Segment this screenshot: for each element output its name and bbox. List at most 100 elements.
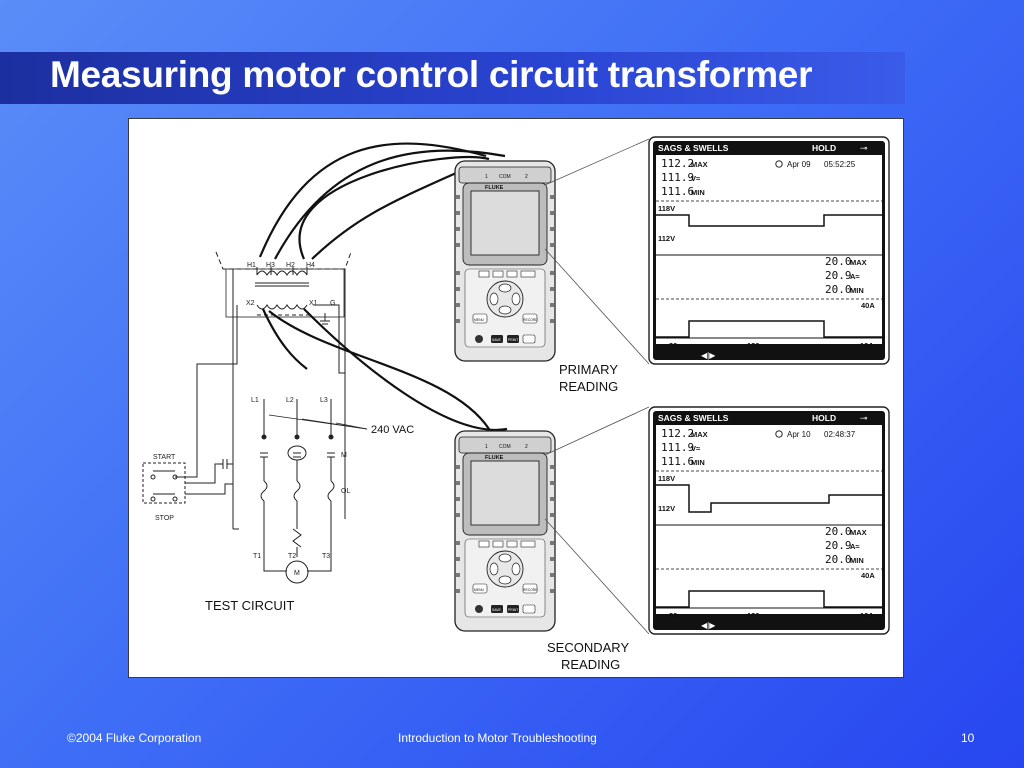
a-max-value: 20.0 (825, 255, 852, 268)
label-h1: H1 (247, 262, 256, 269)
v-max-label: MAX (691, 160, 708, 169)
label-t2: T2 (288, 553, 296, 560)
screen-mode: SAGS & SWELLS (658, 413, 729, 423)
secondary-meter: 1 COM 2 FLUKE MENU RECORD SAVE PRINT (454, 430, 556, 632)
label-l1: L1 (251, 397, 259, 404)
slide-title: Measuring motor control circuit transfor… (50, 54, 813, 95)
meter-key-record: RECORD (523, 588, 538, 592)
screen-time: 05:52:25 (824, 160, 856, 169)
screen-time: 02:48:37 (824, 430, 856, 439)
v-bottom-label: 112V (658, 504, 675, 513)
v-top-label: 118V (658, 204, 675, 213)
label-m-contact: M (341, 452, 347, 459)
primary-screen: SAGS & SWELLS HOLD ⊸ 112.2 MAX 111.9 V≈ … (648, 136, 890, 365)
primary-caption-line2: READING (559, 379, 618, 394)
a-scale-label: 40A (861, 571, 875, 580)
x-right-label: 10A (860, 611, 874, 620)
v-min-label: MIN (691, 188, 705, 197)
a-min-value: 20.0 (825, 283, 852, 296)
footer-copyright: ©2004 Fluke Corporation (67, 731, 202, 745)
meter-brand: FLUKE (485, 455, 504, 461)
label-start: START (153, 454, 176, 461)
meter-input-1: 1 (485, 174, 488, 180)
title-bar (0, 52, 905, 104)
screen-hold: HOLD (812, 413, 836, 423)
primary-meter: 1 COM 2 FLUKE MENU RECORD SAVE PRINT (454, 160, 556, 362)
power-plug-icon: ⊸ (860, 143, 868, 153)
meter-input-1: 1 (485, 444, 488, 450)
v-top-label: 118V (658, 474, 675, 483)
x-left-label: 30s (669, 611, 682, 620)
label-l2: L2 (286, 397, 294, 404)
secondary-screen: SAGS & SWELLS HOLD ⊸ 112.2 MAX 111.9 V≈ … (648, 406, 890, 635)
clock-icon (775, 430, 783, 438)
label-x2: X2 (246, 300, 255, 307)
diagram-figure: H1 H3 H2 H4 X2 X1 G L1 L2 L3 START STOP … (128, 118, 904, 678)
label-h3: H3 (266, 262, 275, 269)
x-right-label: 10A (860, 341, 874, 350)
diagram-svg: H1 H3 H2 H4 X2 X1 G L1 L2 L3 START STOP … (142, 136, 890, 672)
a-max-value: 20.0 (825, 525, 852, 538)
v-min-value: 111.6 (661, 455, 694, 468)
voltage-trace (656, 214, 882, 227)
v-min-label: MIN (691, 458, 705, 467)
a-min-label: MIN (850, 286, 864, 295)
a-max-label: MAX (850, 528, 867, 537)
label-h4: H4 (306, 262, 315, 269)
a-now-label: A≈ (850, 272, 860, 281)
label-g: G (330, 300, 335, 307)
a-min-label: MIN (850, 556, 864, 565)
footer-course-title: Introduction to Motor Troubleshooting (398, 731, 597, 745)
a-now-value: 20.9 (825, 539, 852, 552)
label-h2: H2 (286, 262, 295, 269)
label-stop: STOP (155, 515, 174, 522)
label-t1: T1 (253, 553, 261, 560)
voltage-trace (656, 484, 882, 513)
primary-caption-line1: PRIMARY (559, 362, 618, 377)
label-motor: M (294, 570, 300, 577)
a-scale-label: 40A (861, 301, 875, 310)
v-max-value: 112.2 (661, 427, 694, 440)
secondary-caption-line1: SECONDARY (547, 640, 629, 655)
meter-input-com: COM (499, 174, 511, 180)
label-l3: L3 (320, 397, 328, 404)
meter-input-com: COM (499, 444, 511, 450)
scroll-arrows-icon: ◀|▶ (701, 621, 716, 630)
v-min-value: 111.6 (661, 185, 694, 198)
label-x1: X1 (309, 300, 318, 307)
screen-date: Apr 09 (787, 160, 811, 169)
meter-key-print: PRINT (508, 338, 518, 342)
label-240vac: 240 VAC (371, 424, 414, 436)
v-max-label: MAX (691, 430, 708, 439)
meter-key-save: SAVE (492, 338, 502, 342)
v-now-label: V≈ (691, 174, 700, 183)
meter-key-menu: MENU (474, 318, 485, 322)
v-max-value: 112.2 (661, 157, 694, 170)
a-now-value: 20.9 (825, 269, 852, 282)
x-mid-label: 120s (747, 611, 764, 620)
label-t3: T3 (322, 553, 330, 560)
test-circuit-caption: TEST CIRCUIT (205, 598, 294, 613)
secondary-caption-line2: READING (561, 657, 620, 672)
a-now-label: A≈ (850, 542, 860, 551)
current-trace (656, 320, 882, 338)
screen-mode: SAGS & SWELLS (658, 143, 729, 153)
meter-input-2: 2 (525, 174, 528, 180)
power-plug-icon: ⊸ (860, 413, 868, 423)
meter-key-menu: MENU (474, 588, 485, 592)
screen-date: Apr 10 (787, 430, 811, 439)
a-max-label: MAX (850, 258, 867, 267)
meter-key-print: PRINT (508, 608, 518, 612)
clock-icon (775, 160, 783, 168)
meter-key-record: RECORD (523, 318, 538, 322)
meter-key-save: SAVE (492, 608, 502, 612)
v-now-value: 111.9 (661, 171, 694, 184)
screen-hold: HOLD (812, 143, 836, 153)
meter-brand: FLUKE (485, 185, 504, 191)
test-circuit (142, 251, 352, 584)
meter-input-2: 2 (525, 444, 528, 450)
v-bottom-label: 112V (658, 234, 675, 243)
v-now-value: 111.9 (661, 441, 694, 454)
x-mid-label: 120s (747, 341, 764, 350)
current-trace (656, 590, 882, 608)
